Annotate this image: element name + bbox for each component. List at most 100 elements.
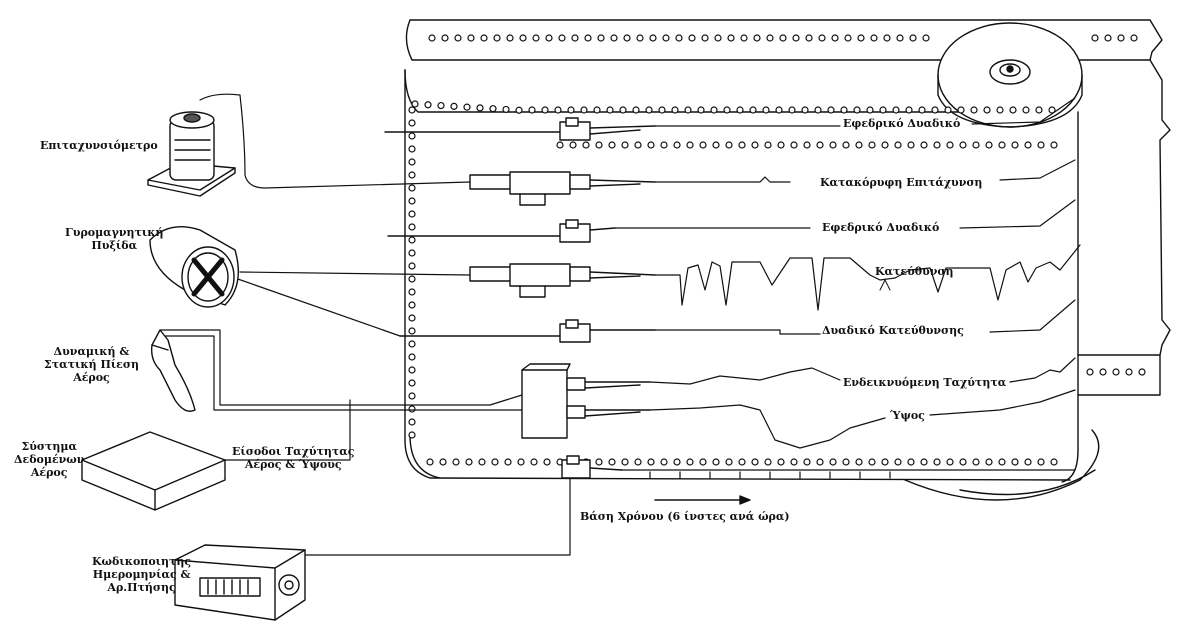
sprocket-hole xyxy=(817,459,823,465)
sprocket-hole xyxy=(986,459,992,465)
sprocket-hole xyxy=(754,35,760,41)
sprocket-hole xyxy=(609,142,615,148)
stylus-airspeed-altitude xyxy=(522,364,650,438)
sprocket-hole xyxy=(464,104,470,110)
sprocket-hole xyxy=(1092,35,1098,41)
sprocket-hole xyxy=(921,459,927,465)
sprocket-hole xyxy=(752,142,758,148)
sprocket-hole xyxy=(648,142,654,148)
sprocket-hole xyxy=(882,459,888,465)
sprocket-hole xyxy=(752,459,758,465)
stylus-spare-binary-mid xyxy=(388,220,615,242)
sprocket-hole xyxy=(830,142,836,148)
sprocket-hole xyxy=(650,35,656,41)
sprocket-hole xyxy=(520,35,526,41)
sprocket-hole xyxy=(702,35,708,41)
sprocket-hole xyxy=(609,459,615,465)
label-gyro-compass: Γυρομαγνητική Πυξίδα xyxy=(65,226,163,252)
sprocket-hole xyxy=(1012,142,1018,148)
sprocket-hole xyxy=(841,107,847,113)
recording-drum xyxy=(405,20,1170,500)
sprocket-hole xyxy=(728,35,734,41)
sprocket-hole xyxy=(858,35,864,41)
sprocket-hole xyxy=(908,142,914,148)
sprocket-hole xyxy=(409,250,415,256)
sprocket-hole xyxy=(409,133,415,139)
sprocket-hole xyxy=(791,459,797,465)
sprocket-hole xyxy=(570,142,576,148)
sprocket-hole xyxy=(661,142,667,148)
sprocket-hole xyxy=(438,103,444,109)
sprocket-hole xyxy=(817,142,823,148)
sprocket-hole xyxy=(409,406,415,412)
sprocket-hole xyxy=(533,35,539,41)
sprocket-hole xyxy=(1025,142,1031,148)
sprocket-hole xyxy=(765,459,771,465)
sprocket-hole xyxy=(869,459,875,465)
sprocket-hole xyxy=(440,459,446,465)
sprocket-hole xyxy=(1105,35,1111,41)
sprocket-hole xyxy=(622,459,628,465)
sprocket-hole xyxy=(897,35,903,41)
sprocket-hole xyxy=(412,101,418,107)
sprocket-hole xyxy=(945,107,951,113)
sprocket-hole xyxy=(845,35,851,41)
trace-heading xyxy=(655,245,1080,310)
label-heading-binary: Δυαδικό Κατεύθυνσης xyxy=(822,324,964,337)
sprocket-hole xyxy=(715,35,721,41)
label-air-data-system: Σύστημα Δεδομένων Αέρος xyxy=(14,440,84,479)
sprocket-hole xyxy=(1051,142,1057,148)
date-flight-encoder-box xyxy=(175,545,305,620)
sprocket-hole xyxy=(622,142,628,148)
sprocket-hole xyxy=(906,107,912,113)
sprocket-hole xyxy=(1010,107,1016,113)
sprocket-hole xyxy=(442,35,448,41)
stylus-vertical-acceleration xyxy=(470,172,655,205)
sprocket-hole xyxy=(750,107,756,113)
stylus-heading-binary xyxy=(400,320,655,342)
sprocket-hole xyxy=(425,102,431,108)
sprocket-hole xyxy=(685,107,691,113)
sprocket-hole xyxy=(999,142,1005,148)
sprocket-hole xyxy=(923,35,929,41)
sprocket-hole xyxy=(455,35,461,41)
accelerometer-device xyxy=(148,112,235,196)
sprocket-hole xyxy=(596,142,602,148)
sprocket-hole xyxy=(763,107,769,113)
sprocket-hole xyxy=(531,459,537,465)
sprocket-hole xyxy=(854,107,860,113)
label-spare-binary-top: Εφεδρικό Δυαδικό xyxy=(843,117,960,130)
sprocket-hole xyxy=(713,459,719,465)
sprocket-hole xyxy=(1087,369,1093,375)
sprocket-hole xyxy=(958,107,964,113)
sprocket-hole xyxy=(594,107,600,113)
sprocket-hole xyxy=(726,459,732,465)
sprocket-hole xyxy=(1126,369,1132,375)
sprocket-hole xyxy=(635,459,641,465)
sprocket-hole xyxy=(481,35,487,41)
sprocket-hole xyxy=(869,142,875,148)
sprocket-hole xyxy=(947,142,953,148)
sprocket-hole xyxy=(559,35,565,41)
sprocket-hole xyxy=(776,107,782,113)
sprocket-hole xyxy=(611,35,617,41)
sprocket-hole xyxy=(633,107,639,113)
label-heading: Κατεύθυνση xyxy=(875,265,953,278)
sprocket-hole xyxy=(778,142,784,148)
sprocket-hole xyxy=(503,106,509,112)
sprocket-hole xyxy=(544,459,550,465)
sprocket-hole xyxy=(856,142,862,148)
stylus-heading xyxy=(470,264,655,297)
sprocket-hole xyxy=(479,459,485,465)
sprocket-hole xyxy=(880,107,886,113)
sprocket-hole xyxy=(507,35,513,41)
pitot-static-probe xyxy=(152,330,195,411)
sprocket-hole xyxy=(804,142,810,148)
sprocket-hole xyxy=(409,120,415,126)
sprocket-hole xyxy=(689,35,695,41)
label-indicated-airspeed: Ενδεικνυόμενη Ταχύτητα xyxy=(843,376,1006,389)
sprocket-hole xyxy=(832,35,838,41)
sprocket-hole xyxy=(409,393,415,399)
sprocket-hole xyxy=(598,35,604,41)
